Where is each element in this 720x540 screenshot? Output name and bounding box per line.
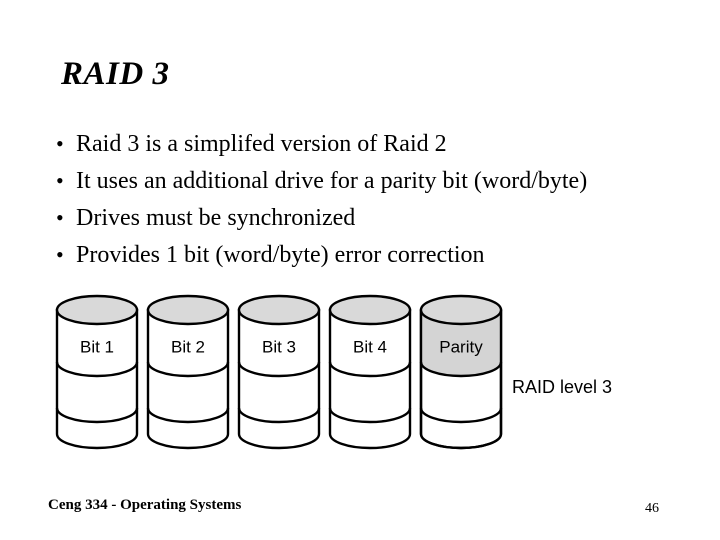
cylinder-top (237, 294, 321, 326)
bullet-text: Raid 3 is a simplifed version of Raid 2 (76, 131, 447, 157)
list-item: • Provides 1 bit (word/byte) error corre… (50, 238, 710, 275)
cylinder-band-1 (237, 361, 321, 378)
page-title: RAID 3 (61, 56, 170, 92)
cylinder-top (419, 294, 503, 326)
cylinder-band-2 (328, 407, 412, 424)
cylinder-label: Bit 4 (353, 337, 387, 356)
cylinder-band-1 (328, 361, 412, 378)
cylinder-band-2 (419, 407, 503, 424)
bullet-text: Drives must be synchronized (76, 205, 356, 231)
cylinder-body (328, 308, 412, 450)
cylinder-top (146, 294, 230, 326)
cylinder-band-1 (419, 361, 503, 378)
disk-cylinder: Bit 1 (55, 294, 139, 450)
cylinder-label: Bit 1 (80, 337, 114, 356)
disk-cylinder: Bit 2 (146, 294, 230, 450)
bullet-text: Provides 1 bit (word/byte) error correct… (76, 242, 485, 268)
raid-diagram-svg: Bit 1 Bit 2 Bit 3 (55, 294, 612, 450)
disk-cylinder: Bit 4 (328, 294, 412, 450)
cylinder-top (55, 294, 139, 326)
cylinder-band-2 (146, 407, 230, 424)
cylinder-band-1 (55, 361, 139, 378)
diagram-caption: RAID level 3 (512, 377, 612, 397)
bullet-list: • Raid 3 is a simplifed version of Raid … (50, 127, 710, 275)
bullet-point-icon: • (56, 205, 64, 230)
disk-cylinder: Bit 3 (237, 294, 321, 450)
page-number: 46 (645, 501, 659, 516)
raid-disk-diagram: Bit 1 Bit 2 Bit 3 (50, 294, 670, 459)
cylinder-body (237, 308, 321, 450)
cylinder-label: Bit 2 (171, 337, 205, 356)
cylinder-shaded-band (421, 310, 501, 376)
cylinder-band-2 (55, 407, 139, 424)
cylinder-band-1 (146, 361, 230, 378)
cylinder-band-2 (237, 407, 321, 424)
disk-cylinder-parity: Parity (419, 294, 503, 450)
bullet-point-icon: • (56, 168, 64, 193)
list-item: • It uses an additional drive for a pari… (50, 164, 710, 201)
footer-course-label: Ceng 334 - Operating Systems (48, 497, 242, 513)
cylinder-label: Parity (439, 337, 483, 356)
cylinder-top (328, 294, 412, 326)
cylinder-label: Bit 3 (262, 337, 296, 356)
bullet-point-icon: • (56, 242, 64, 267)
list-item: • Drives must be synchronized (50, 201, 710, 238)
bullet-point-icon: • (56, 131, 64, 156)
cylinder-outline (419, 310, 503, 450)
cylinder-body (55, 308, 139, 450)
list-item: • Raid 3 is a simplifed version of Raid … (50, 127, 710, 164)
bullet-text: It uses an additional drive for a parity… (76, 168, 588, 194)
cylinder-body (146, 308, 230, 450)
